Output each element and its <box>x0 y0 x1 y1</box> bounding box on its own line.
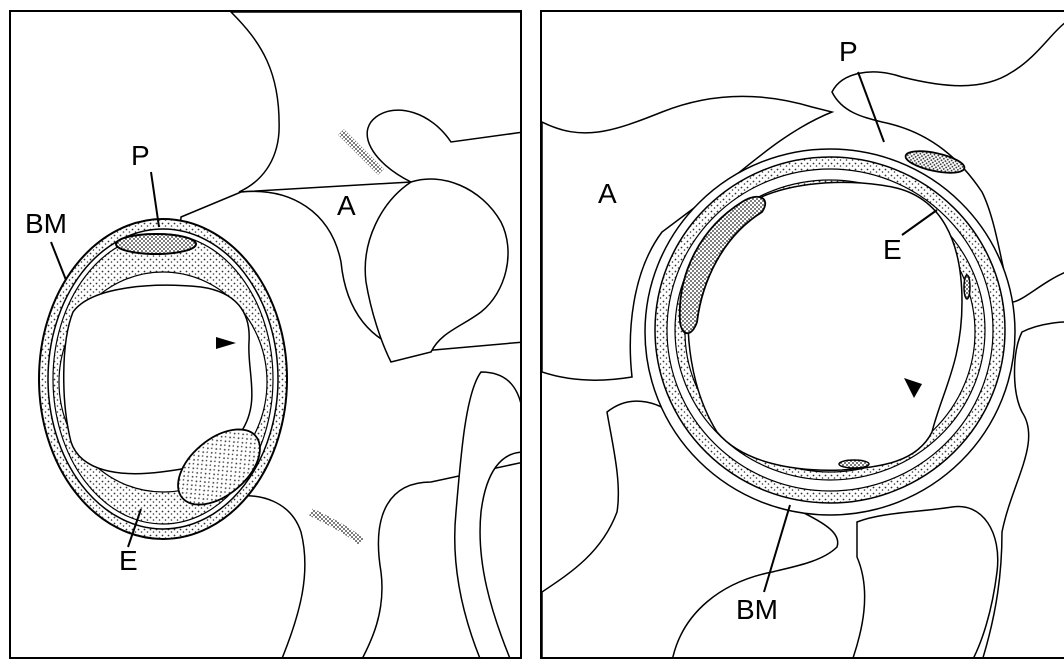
label-P: P <box>839 38 858 66</box>
astrocyte-endfoot-bottom-right <box>852 506 998 659</box>
label-E: E <box>883 236 902 264</box>
panel-right-illustration: P A E BM <box>540 10 1064 659</box>
label-P: P <box>131 142 150 170</box>
endothelial-nucleus-small-bottom <box>839 460 869 468</box>
astrocyte-foot-right <box>365 179 508 362</box>
label-A: A <box>337 192 356 220</box>
label-BM: BM <box>25 210 67 238</box>
left-diagram-svg <box>11 12 522 659</box>
panel-left-illustration: P BM A E <box>9 10 522 659</box>
endothelial-nucleus-small-right <box>964 275 970 299</box>
pericyte-nucleus <box>116 234 196 254</box>
leader-BM <box>51 242 66 280</box>
right-diagram-svg <box>542 12 1064 659</box>
label-BM: BM <box>736 596 778 624</box>
label-A: A <box>598 180 617 208</box>
label-E: E <box>119 547 138 575</box>
